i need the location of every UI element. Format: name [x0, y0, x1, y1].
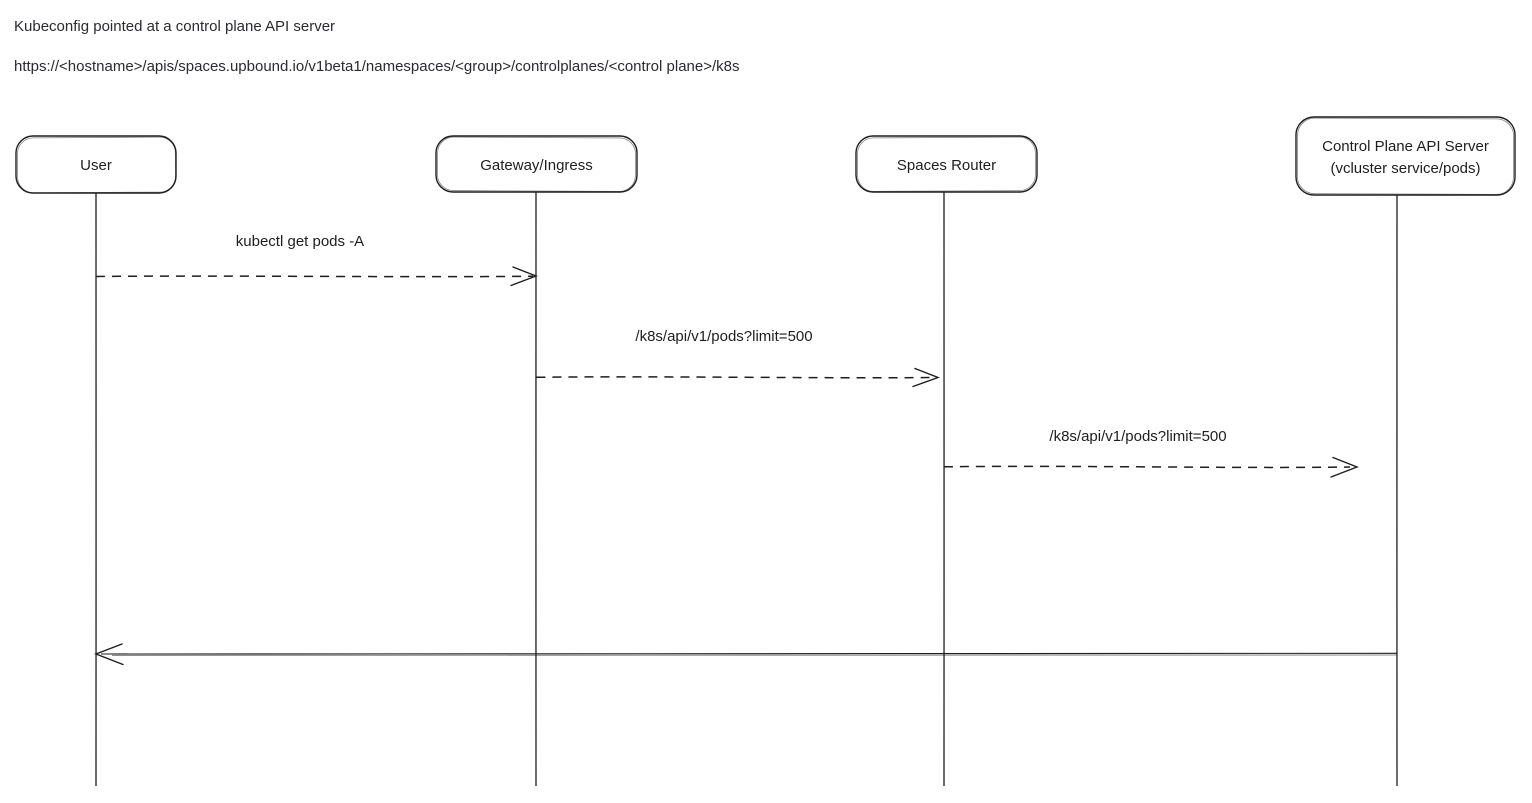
actor-box-user-sketch: [17, 136, 176, 194]
actor-box-gateway-sketch: [437, 136, 636, 192]
message-return-line: [100, 652, 1398, 655]
actor-label-spaces-router: Spaces Router: [897, 157, 996, 174]
message-2: /k8s/api/v1/pods?limit=500: [536, 328, 940, 388]
message-2-label: /k8s/api/v1/pods?limit=500: [635, 328, 812, 345]
actor-spaces-router: Spaces Router: [855, 135, 1038, 193]
actor-sublabel-control-plane: (vcluster service/pods): [1330, 160, 1480, 177]
message-1-label: kubectl get pods -A: [236, 233, 364, 250]
actor-label-gateway: Gateway/Ingress: [480, 157, 593, 174]
actor-gateway: Gateway/Ingress: [435, 135, 638, 193]
actor-box-user: [15, 135, 177, 194]
actor-box-gateway: [435, 135, 638, 193]
actor-box-spaces-router: [855, 135, 1038, 193]
message-3-label: /k8s/api/v1/pods?limit=500: [1049, 428, 1226, 445]
message-3-arrowhead: [1330, 456, 1359, 478]
message-1-line: [95, 275, 534, 278]
message-return-line-sketch: [111, 654, 1398, 657]
message-2-arrowhead: [912, 367, 940, 388]
message-2-line: [536, 376, 932, 379]
actor-label-user: User: [80, 157, 112, 174]
message-1-arrowhead: [510, 266, 538, 287]
message-return-arrowhead: [94, 643, 124, 666]
message-3-line: [943, 465, 1351, 469]
lifelines: [95, 191, 1398, 787]
header-url: https://<hostname>/apis/spaces.upbound.i…: [14, 58, 740, 75]
actor-label-control-plane: Control Plane API Server: [1322, 138, 1489, 155]
message-return: [94, 643, 1398, 666]
message-3: /k8s/api/v1/pods?limit=500: [943, 428, 1359, 478]
header-title: Kubeconfig pointed at a control plane AP…: [14, 18, 336, 35]
message-1: kubectl get pods -A: [95, 233, 538, 287]
actor-box-control-plane-sketch: [1297, 117, 1514, 195]
actor-control-plane: Control Plane API Server (vcluster servi…: [1295, 116, 1516, 196]
actor-box-control-plane: [1295, 116, 1516, 196]
actor-box-spaces-router-sketch: [857, 136, 1036, 192]
actor-user: User: [15, 135, 177, 194]
